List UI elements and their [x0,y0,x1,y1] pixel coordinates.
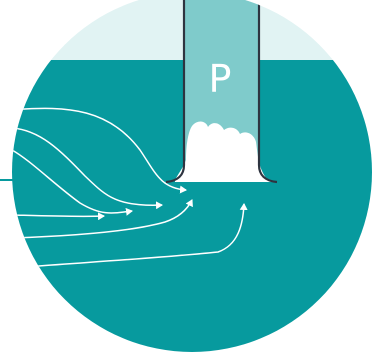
pipe-label: P [209,57,232,101]
